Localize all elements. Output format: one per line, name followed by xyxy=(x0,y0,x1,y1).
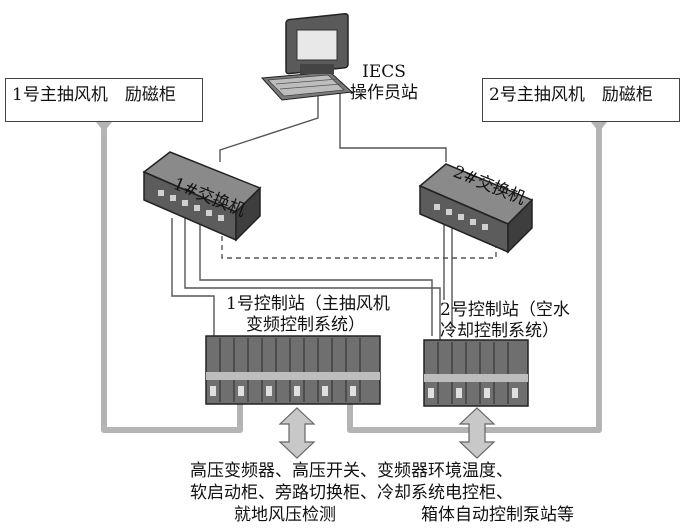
network-switch-icon xyxy=(418,163,534,254)
operator-station-line1: IECS xyxy=(362,62,406,82)
computer-icon xyxy=(260,12,354,101)
control-station-2-label: 2号控制站（空水 冷却控制系统） xyxy=(440,300,570,342)
field-devices-label: 高压变频器、高压开关、变频器环境温度、 软启动柜、旁路切换柜、冷却系统电控柜、 … xyxy=(190,460,574,526)
exciter-cabinet-2-label: 2号主抽风机 励磁柜 xyxy=(489,85,653,105)
plc-rack-icon xyxy=(423,339,529,407)
exciter-cabinet-1: 1号主抽风机 励磁柜 xyxy=(5,78,203,122)
control-station-1-line2: 变频控制系统） xyxy=(246,315,365,335)
exciter-cabinet-1-label: 1号主抽风机 励磁柜 xyxy=(12,85,176,105)
plc-rack-icon xyxy=(205,335,381,405)
control-station-1-label: 1号控制站（主抽风机 变频控制系统） xyxy=(226,294,390,336)
network-switch-icon xyxy=(142,151,262,242)
operator-station-line2: 操作员站 xyxy=(350,83,418,103)
operator-station-label: IECS 操作员站 xyxy=(350,62,418,104)
field-devices-line3: 就地风压检测 箱体自动控制泵站等 xyxy=(234,505,574,525)
control-station-2-line2: 冷却控制系统） xyxy=(440,321,559,341)
network-cables xyxy=(171,92,453,340)
field-devices-line1: 高压变频器、高压开关、变频器环境温度、 xyxy=(190,461,513,481)
double-arrow-icon xyxy=(278,407,316,459)
exciter-cabinet-2: 2号主抽风机 励磁柜 xyxy=(482,78,680,122)
redundant-link xyxy=(221,230,497,259)
field-devices-line2: 软启动柜、旁路切换柜、冷却系统电控柜、 xyxy=(190,483,513,503)
double-arrow-icon xyxy=(458,407,496,459)
control-station-2-line1: 2号控制站（空水 xyxy=(440,300,570,320)
control-station-1-line1: 1号控制站（主抽风机 xyxy=(226,294,390,314)
